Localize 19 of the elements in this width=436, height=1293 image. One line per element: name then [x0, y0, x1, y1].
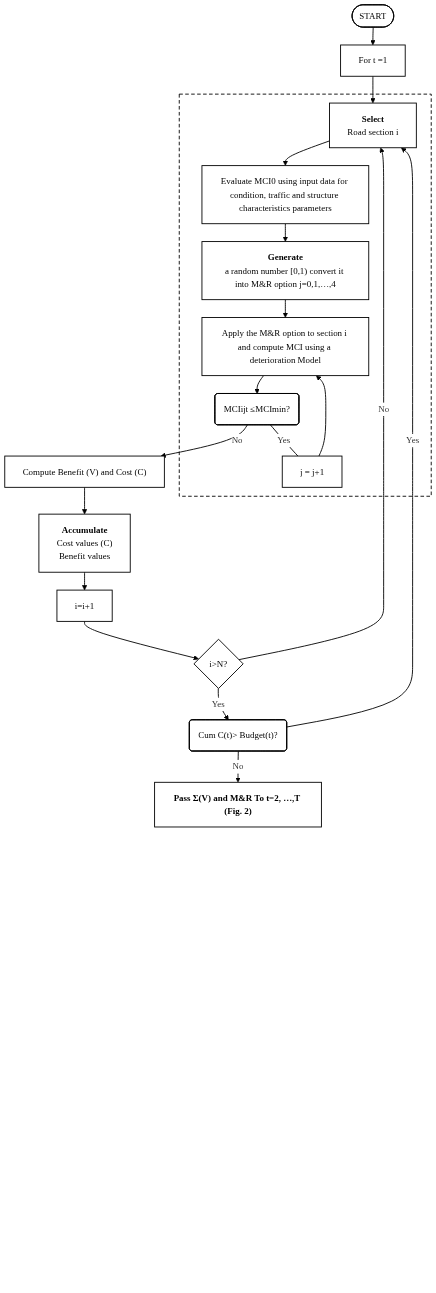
node-box: Select Road section i: [329, 102, 417, 149]
node-box: Pass Σ(V) and M&R To t=2, …,T (Fig. 2): [154, 781, 322, 828]
node-box: Evaluate MCI0 using input data for condition, traffic and structure characteristics parameters: [201, 165, 370, 225]
edge-label: Yes: [211, 699, 225, 709]
edge-label: Yes: [406, 435, 420, 446]
node-diamond: i>N?: [193, 638, 244, 689]
edge-label: No: [231, 435, 243, 446]
node-box: Accumulate Cost values (C) Benefit values: [38, 513, 131, 573]
node-box: Generate a random number [0,1) convert it into M&R option j=0,1,…,4: [201, 241, 370, 301]
node-box: i=i+1: [56, 589, 113, 622]
node-box: For t =1: [340, 44, 406, 77]
edge-label: Yes: [277, 435, 291, 446]
edge-label: No: [232, 761, 244, 772]
node-box: Compute Benefit (V) and Cost (C): [4, 455, 165, 488]
node-box: j = j+1: [281, 455, 343, 488]
connector: [270, 424, 299, 457]
node-box: Apply the M&R option to section i and compute MCI using a deterioration Model: [201, 317, 370, 377]
edge-label: No: [378, 404, 390, 414]
cluster: [178, 93, 432, 497]
